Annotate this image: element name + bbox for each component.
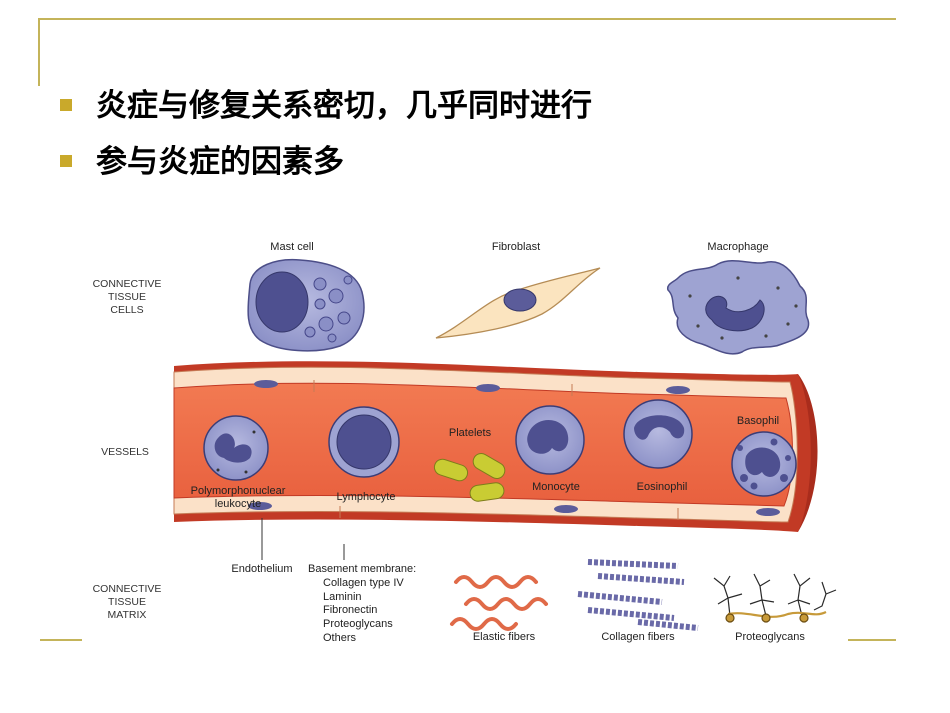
elastic-fibers-label: Elastic fibers [473, 631, 536, 643]
mast-cell-illustration [247, 258, 365, 352]
pmn-cell-illustration [203, 415, 269, 481]
pmn-label-line: leukocyte [215, 498, 261, 510]
basophil-illustration [731, 431, 797, 497]
basement-item: Laminin [323, 591, 362, 603]
row-label-line: CONNECTIVE [93, 583, 162, 595]
row-label-line: TISSUE [108, 596, 146, 608]
frame-line-vertical [38, 18, 40, 86]
platelets-label: Platelets [449, 427, 492, 439]
row-label-matrix: CONNECTIVE TISSUE MATRIX [93, 583, 162, 621]
mast-cell-label: Mast cell [270, 241, 313, 253]
frame-line-top [38, 18, 896, 20]
basement-membrane-list: Basement membrane: Collagen type IV Lami… [308, 563, 416, 644]
bullet-text: 炎症与修复关系密切，几乎同时进行 [96, 88, 592, 124]
basement-item: Fibronectin [323, 604, 377, 616]
collagen-fibers-label: Collagen fibers [601, 631, 675, 643]
monocyte-label: Monocyte [532, 481, 580, 493]
elastic-fibers-illustration [450, 575, 548, 631]
row-label-vessels: VESSELS [101, 446, 149, 458]
eosinophil-illustration [623, 399, 693, 469]
bullet-item: 炎症与修复关系密切，几乎同时进行 [60, 86, 592, 142]
macrophage-illustration [666, 260, 810, 355]
lymphocyte-label: Lymphocyte [337, 491, 396, 503]
proteoglycans-label: Proteoglycans [735, 631, 805, 643]
row-label-line: TISSUE [108, 291, 146, 303]
basement-item: Collagen type IV [323, 577, 404, 589]
bullet-list: 炎症与修复关系密切，几乎同时进行 参与炎症的因素多 [60, 86, 592, 198]
monocyte-illustration [515, 405, 585, 475]
footer-line-right [848, 639, 896, 641]
proteoglycans-illustration [713, 573, 837, 623]
row-label-line: CELLS [110, 304, 143, 316]
row-label-line: MATRIX [108, 609, 147, 621]
basement-membrane-title: Basement membrane: [308, 563, 416, 575]
macrophage-label: Macrophage [707, 241, 768, 253]
bullet-square-icon [60, 155, 72, 167]
blood-vessel [173, 361, 818, 532]
fibroblast-label: Fibroblast [492, 241, 540, 253]
bullet-item: 参与炎症的因素多 [60, 142, 592, 198]
footer-line-left [40, 639, 82, 641]
platelets-illustration [433, 453, 506, 502]
pmn-label-line: Polymorphonuclear [191, 485, 286, 497]
collagen-fibers-illustration [577, 559, 699, 631]
bullet-square-icon [60, 99, 72, 111]
basement-item: Others [323, 632, 357, 644]
eosinophil-label: Eosinophil [637, 481, 688, 493]
endothelium-label: Endothelium [231, 563, 292, 575]
basement-item: Proteoglycans [323, 618, 393, 630]
bullet-text: 参与炎症的因素多 [96, 144, 344, 180]
basophil-label: Basophil [737, 415, 779, 427]
row-label-cells: CONNECTIVE TISSUE CELLS [93, 278, 162, 316]
inflammation-components-diagram: CONNECTIVE TISSUE CELLS VESSELS CONNECTI… [93, 241, 837, 644]
fibroblast-illustration [435, 267, 601, 339]
lymphocyte-illustration [328, 406, 400, 478]
row-label-line: CONNECTIVE [93, 278, 162, 290]
